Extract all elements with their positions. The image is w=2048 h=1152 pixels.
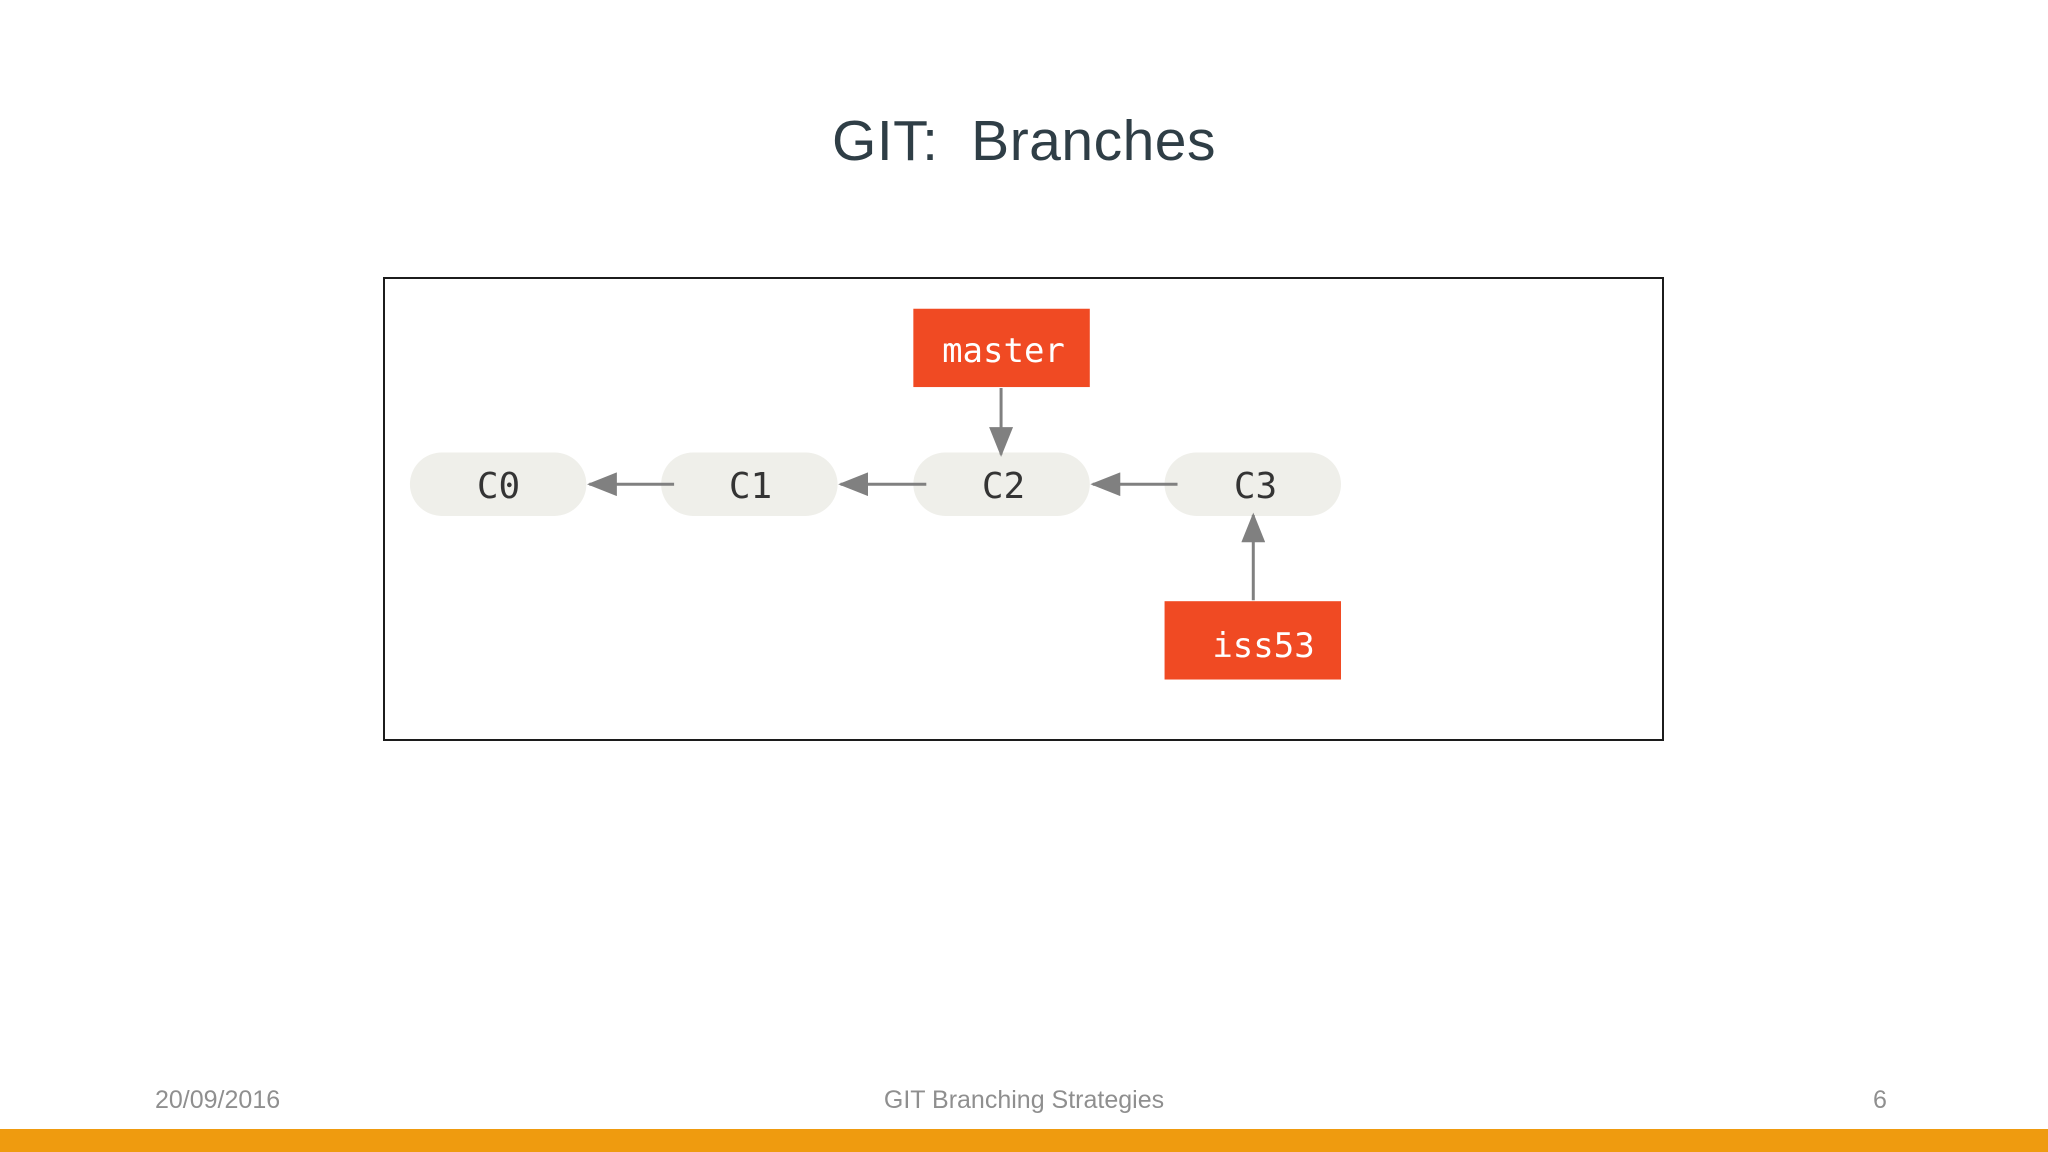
commit-label-c1: C1 — [728, 466, 773, 507]
git-branch-diagram: C0 C1 C2 C3 master iss53 — [383, 277, 1664, 741]
page-number: 6 — [1873, 1086, 1887, 1114]
footer-subject: GIT Branching Strategies — [883, 1086, 1165, 1114]
footer-accent-bar — [0, 1129, 2048, 1152]
branch-box-iss53 — [1164, 601, 1342, 680]
commit-node-c2 — [913, 452, 1090, 516]
page-title: GIT: Branches — [832, 109, 1216, 173]
footer-date: 20/09/2016 — [155, 1086, 281, 1114]
diagram-canvas — [409, 308, 1342, 680]
commit-label-c0: C0 — [476, 466, 521, 507]
commit-label-c2: C2 — [981, 466, 1026, 507]
branch-label-iss53: iss53 — [1212, 626, 1315, 666]
commit-node-c1 — [661, 452, 838, 516]
commit-node-c0 — [409, 452, 587, 516]
commit-node-c3 — [1164, 452, 1342, 516]
branch-box-master — [913, 308, 1090, 388]
commit-label-c3: C3 — [1233, 466, 1278, 507]
branch-label-master: master — [942, 331, 1065, 371]
